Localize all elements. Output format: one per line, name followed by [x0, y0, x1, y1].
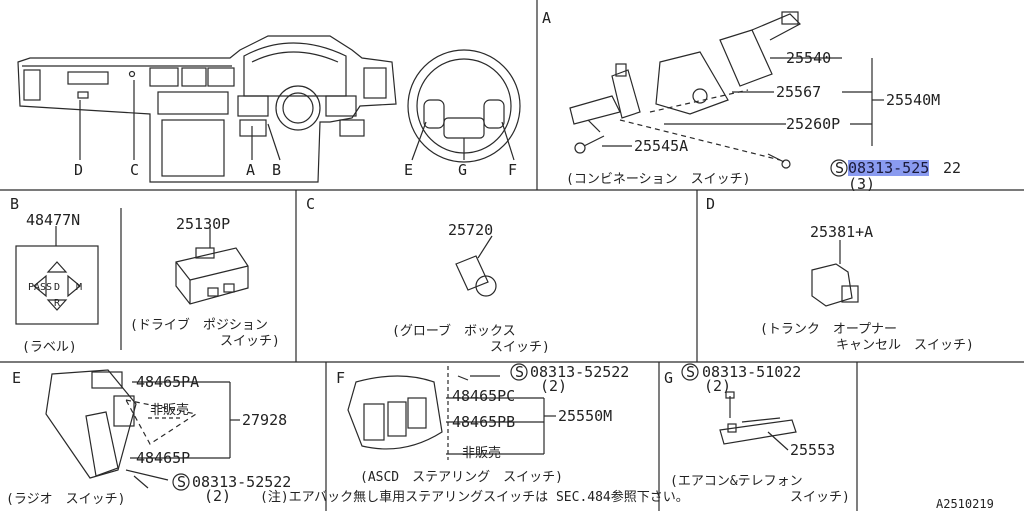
part-25130p: 25130P: [176, 215, 231, 233]
panel-c-letter: C: [306, 195, 316, 213]
diagram-id: A2510219: [936, 497, 994, 511]
caption-aircon-telephone-2: スイッチ): [790, 490, 850, 505]
aircon-telephone-switch-illustration: [719, 391, 797, 451]
part-48465pa: 48465PA: [136, 373, 200, 391]
part-25540: 25540: [786, 49, 832, 67]
label-m: M: [76, 282, 83, 293]
panel-g-letter: G: [664, 369, 674, 387]
caption-trunk-opener-1: (トランク オープナー: [760, 322, 898, 337]
panel-e-letter: E: [12, 369, 22, 387]
screw-symbol-g: S: [686, 363, 696, 381]
label-illustration: [15, 226, 99, 325]
part-25381a: 25381+A: [810, 223, 874, 241]
screw-qty-e: (2): [204, 487, 232, 505]
part-25550m: 25550M: [558, 407, 613, 425]
callout-b: B: [272, 161, 282, 179]
caption-drive-position-2: スイッチ): [220, 334, 280, 349]
combination-switch-illustration: [569, 11, 884, 169]
glove-box-switch-illustration: [455, 235, 497, 297]
part-25720: 25720: [448, 221, 494, 239]
ascd-steering-switch-illustration: [347, 366, 556, 460]
part-48477n: 48477N: [26, 211, 81, 229]
steering-wheel-illustration: [407, 49, 521, 163]
caption-trunk-opener-2: キャンセル スイッチ): [836, 338, 974, 353]
panel-a-letter: A: [542, 9, 552, 27]
panel-f-letter: F: [336, 369, 346, 387]
caption-label: (ラベル): [22, 340, 77, 355]
callout-e: E: [404, 161, 414, 179]
screw-qty-f: (2): [540, 377, 568, 395]
dashboard-illustration: [17, 35, 397, 183]
footnote: (注)エアバック無し車用ステアリングスイッチは SEC.484参照下さい。: [260, 490, 689, 505]
caption-glove-box-1: (グローブ ボックス: [392, 324, 516, 339]
part-25540m: 25540M: [886, 91, 941, 109]
screw-number-e: 08313-52522: [192, 473, 292, 491]
screw-number-a-suffix: 22: [943, 159, 962, 177]
callout-f: F: [508, 161, 518, 179]
screw-symbols: [172, 159, 848, 491]
screw-symbol-f: S: [515, 363, 525, 381]
panel-d-letter: D: [706, 195, 716, 213]
not-for-sale-f: 非販売: [462, 446, 502, 461]
caption-drive-position-1: (ドライブ ポジション: [130, 318, 268, 333]
trunk-opener-switch-illustration: [811, 240, 859, 307]
label-pass: PASS: [28, 282, 53, 293]
screw-number-f: 08313-52522: [530, 363, 630, 381]
part-48465p: 48465P: [136, 449, 191, 467]
part-48465pc: 48465PC: [452, 387, 516, 405]
part-25553: 25553: [790, 441, 836, 459]
part-25260p: 25260P: [786, 115, 841, 133]
caption-combination-switch: (コンビネーション スイッチ): [566, 172, 751, 187]
screw-symbol-e: S: [177, 473, 187, 491]
callout-d: D: [74, 161, 84, 179]
screw-qty-g: (2): [704, 377, 732, 395]
screw-number-a-highlight[interactable]: 08313-525: [848, 159, 930, 177]
part-25545a: 25545A: [634, 137, 689, 155]
radio-switch-illustration: [45, 369, 240, 489]
not-for-sale-e: 非販売: [150, 403, 190, 418]
screw-number-g: 08313-51022: [702, 363, 802, 381]
label-r: R: [54, 298, 61, 309]
screw-qty-a: (3): [848, 175, 876, 193]
callout-c: C: [130, 161, 140, 179]
part-48465pb: 48465PB: [452, 413, 516, 431]
part-27928: 27928: [242, 411, 288, 429]
screw-symbol-a: S: [835, 159, 845, 177]
caption-glove-box-2: スイッチ): [490, 340, 550, 355]
panel-b-letter: B: [10, 195, 20, 213]
caption-aircon-telephone-1: (エアコン&テレフォン: [670, 474, 803, 489]
caption-radio-switch: (ラジオ スイッチ): [6, 492, 126, 507]
callout-a: A: [246, 161, 256, 179]
drive-position-switch-illustration: [175, 228, 249, 305]
part-25567: 25567: [776, 83, 822, 101]
caption-ascd-switch: (ASCD ステアリング スイッチ): [360, 470, 563, 485]
label-d: D: [54, 282, 61, 293]
callout-g: G: [458, 161, 468, 179]
